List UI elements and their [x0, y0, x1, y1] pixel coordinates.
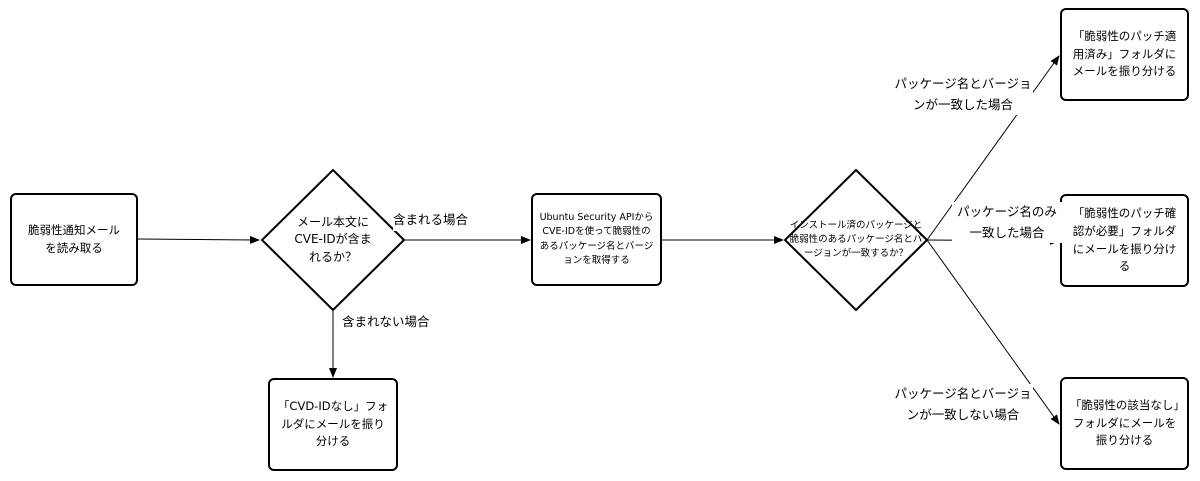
not-applicable-node: 「脆弱性の該当なし」フォルダにメールを振り分ける — [1060, 377, 1189, 470]
fetch-node: Ubuntu Security APIからCVE-IDを使って脆弱性のあるパッケ… — [531, 193, 662, 286]
no-cve-node: 「CVD-IDなし」フォルダにメールを振り分ける — [268, 378, 398, 471]
edge-label-name-only: パッケージ名のみ一致した場合 — [952, 202, 1062, 244]
edge-label-not-contains: 含まれない場合 — [342, 312, 430, 333]
start-node-text: 脆弱性通知メールを読み取る — [28, 222, 120, 255]
decision2-label: インストール済のパッケージと脆弱性のあるパッケージ名とバージョンが一致するか？ — [789, 220, 923, 259]
arrow-decision2-to-notapplicable — [926, 239, 1060, 425]
needs-check-node: 「脆弱性のパッチ確認が必要」フォルダにメールを振り分ける — [1060, 194, 1189, 287]
arrow-start-to-decision1 — [137, 235, 260, 244]
decision1-label: メール本文にCVE-IDが含まれるか？ — [294, 214, 372, 264]
edge-label-both-match: パッケージ名とバージョンが一致した場合 — [893, 74, 1033, 116]
start-node: 脆弱性通知メールを読み取る — [10, 193, 138, 286]
edge-label-no-match: パッケージ名とバージョンが一致しない場合 — [893, 384, 1033, 426]
decision-diamond-package — [783, 168, 929, 312]
edge-label-contains: 含まれる場合 — [393, 210, 469, 231]
arrow-decision2-to-patched — [926, 55, 1060, 241]
patched-node: 「脆弱性のパッチ適用済み」フォルダにメールを振り分ける — [1060, 8, 1189, 101]
